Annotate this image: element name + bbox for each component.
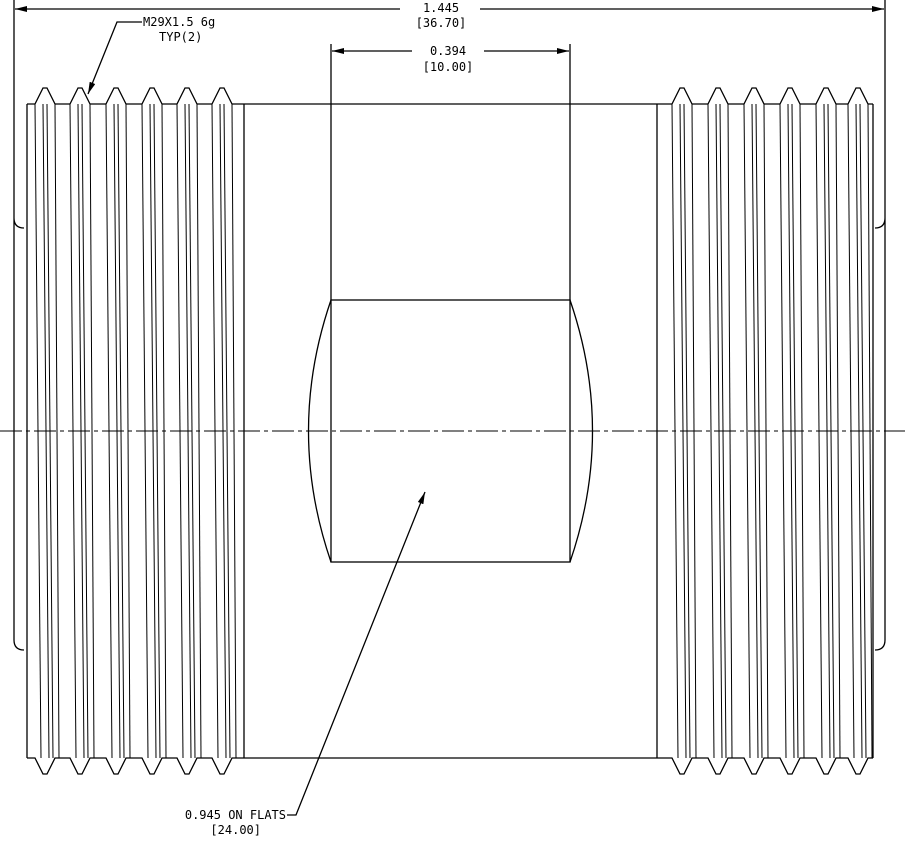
right-thread-line (835, 103, 841, 759)
right-thread-line (743, 103, 751, 759)
overall-length-mm: [36.70] (416, 16, 467, 30)
flats-size-mm: [24.00] (210, 823, 261, 837)
left-thread-line (188, 103, 196, 759)
flats-callout: 0.945 ON FLATS [24.00] (185, 491, 426, 837)
overall-length-dimension: 1.445 [36.70] (13, 0, 886, 218)
left-thread-line (54, 103, 60, 759)
thread-typ: TYP(2) (159, 30, 202, 44)
body-outline (13, 103, 886, 759)
flat-width-mm: [10.00] (423, 60, 474, 74)
right-thread-line (707, 103, 715, 759)
overall-length-inch: 1.445 (423, 1, 459, 15)
flat-width-dimension: 0.394 [10.00] (330, 44, 571, 300)
right-top-profile (657, 87, 873, 105)
left-bottom-profile (27, 757, 244, 775)
right-bottom-profile (657, 757, 873, 775)
flats-size: 0.945 ON FLATS (185, 808, 286, 822)
flat-width-inch: 0.394 (430, 44, 466, 58)
thread-callout: M29X1.5 6g TYP(2) (87, 15, 215, 95)
left-top-profile (27, 87, 244, 105)
left-thread-line (231, 103, 237, 759)
thread-spec: M29X1.5 6g (143, 15, 215, 29)
left-thread-line (89, 103, 95, 759)
left-thread-line (223, 103, 231, 759)
